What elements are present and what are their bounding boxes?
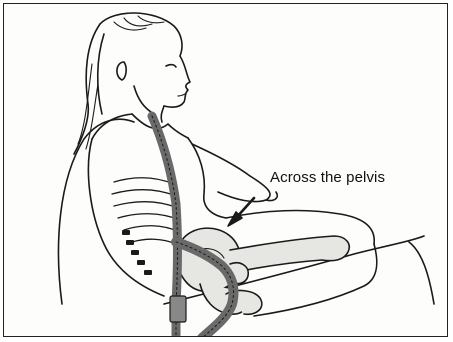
chest-front	[188, 138, 226, 218]
torso-back	[88, 139, 164, 296]
buckle	[170, 296, 186, 322]
seat-cushion-edge	[409, 242, 434, 304]
hair	[74, 13, 182, 154]
callout-label: Across the pelvis	[270, 169, 385, 186]
figure-frame: Across the pelvis	[3, 3, 448, 337]
femur	[230, 236, 349, 272]
neck-front	[161, 106, 164, 122]
eye	[166, 65, 176, 67]
ear	[117, 62, 126, 80]
face-profile	[164, 56, 190, 107]
neck	[134, 86, 154, 114]
seat-back	[58, 119, 134, 304]
callout-arrow	[228, 198, 254, 226]
spine	[122, 230, 152, 275]
mouth	[178, 94, 185, 96]
forearm	[218, 176, 270, 202]
